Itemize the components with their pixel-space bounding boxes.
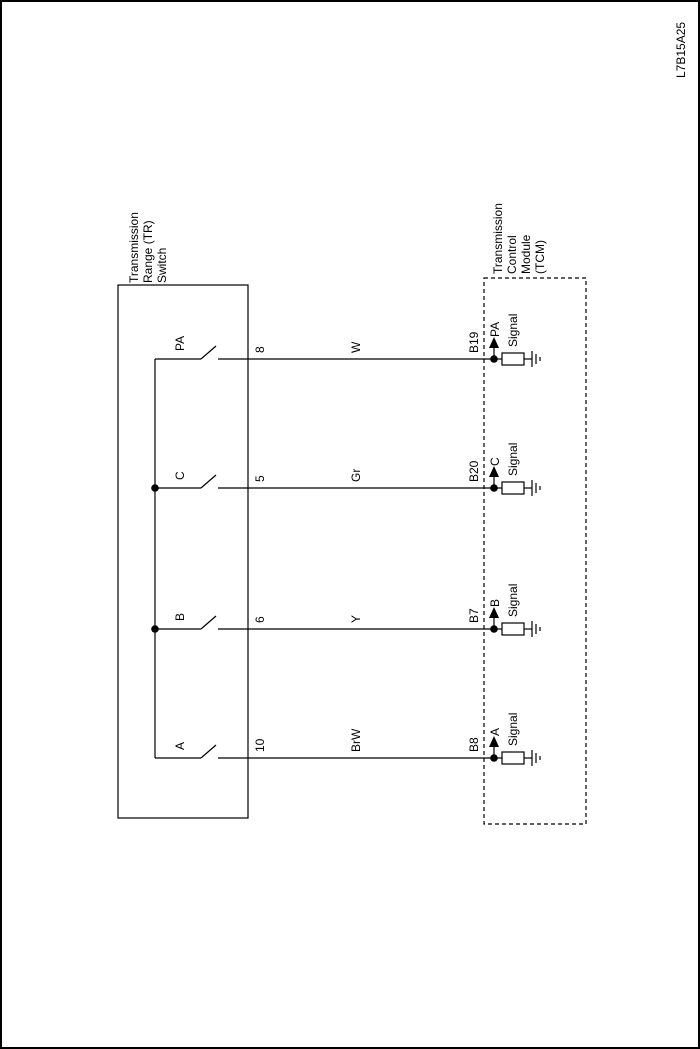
bus-junction-b — [151, 625, 159, 633]
switch-contact-c — [200, 474, 217, 489]
tcm-pin-label-c: B20 — [467, 460, 481, 482]
signal-arrow-c — [489, 466, 499, 477]
tcm-title-1: Transmission — [491, 203, 505, 274]
tr-switch-title-3: Switch — [155, 248, 169, 283]
pin-label-c: 5 — [253, 475, 267, 482]
switch-contact-b — [200, 615, 217, 630]
switch-label-a: A — [173, 742, 187, 750]
signal-name-pa: PA — [488, 322, 502, 337]
figure-code: L7B15A25 — [674, 22, 688, 78]
tcm-pin-label-a: B8 — [467, 737, 481, 752]
switch-label-c: C — [173, 471, 187, 480]
signal-name-b: B — [488, 599, 502, 607]
resistor-b — [501, 622, 525, 636]
switch-contact-a — [200, 744, 217, 759]
tcm-title-4: (TCM) — [533, 240, 547, 274]
signal-arrow-pa — [489, 337, 499, 348]
tcm-title-2: Control — [505, 235, 519, 274]
switch-label-b: B — [173, 613, 187, 621]
pin-label-pa: 8 — [253, 346, 267, 353]
tr-switch-title-2: Range (TR) — [141, 220, 155, 283]
resistor-c — [501, 481, 525, 495]
signal-word-b: Signal — [506, 584, 520, 617]
bus-junction-c — [151, 484, 159, 492]
signal-word-a: Signal — [506, 713, 520, 746]
resistor-pa — [501, 352, 525, 366]
wire-color-c: Gr — [349, 469, 363, 482]
signal-name-a: A — [488, 728, 502, 736]
wire-color-a: BrW — [349, 728, 363, 752]
tcm-pin-label-pa: B19 — [467, 331, 481, 353]
pin-label-b: 6 — [253, 616, 267, 623]
wire-color-b: Y — [349, 615, 363, 623]
tcm-title-3: Module — [519, 234, 533, 274]
switch-contact-pa — [200, 345, 217, 360]
tcm-pin-label-b: B7 — [467, 608, 481, 623]
pin-label-a: 10 — [253, 738, 267, 752]
switch-label-pa: PA — [173, 336, 187, 351]
signal-arrow-a — [489, 736, 499, 747]
signal-word-c: Signal — [506, 443, 520, 476]
tr-switch-title-1: Transmission — [127, 212, 141, 283]
wire-color-pa: W — [349, 341, 363, 353]
signal-arrow-b — [489, 607, 499, 618]
tcm-box — [483, 277, 587, 825]
signal-name-c: C — [488, 457, 502, 466]
signal-word-pa: Signal — [506, 314, 520, 347]
tr-switch-box — [117, 284, 249, 819]
resistor-a — [501, 751, 525, 765]
